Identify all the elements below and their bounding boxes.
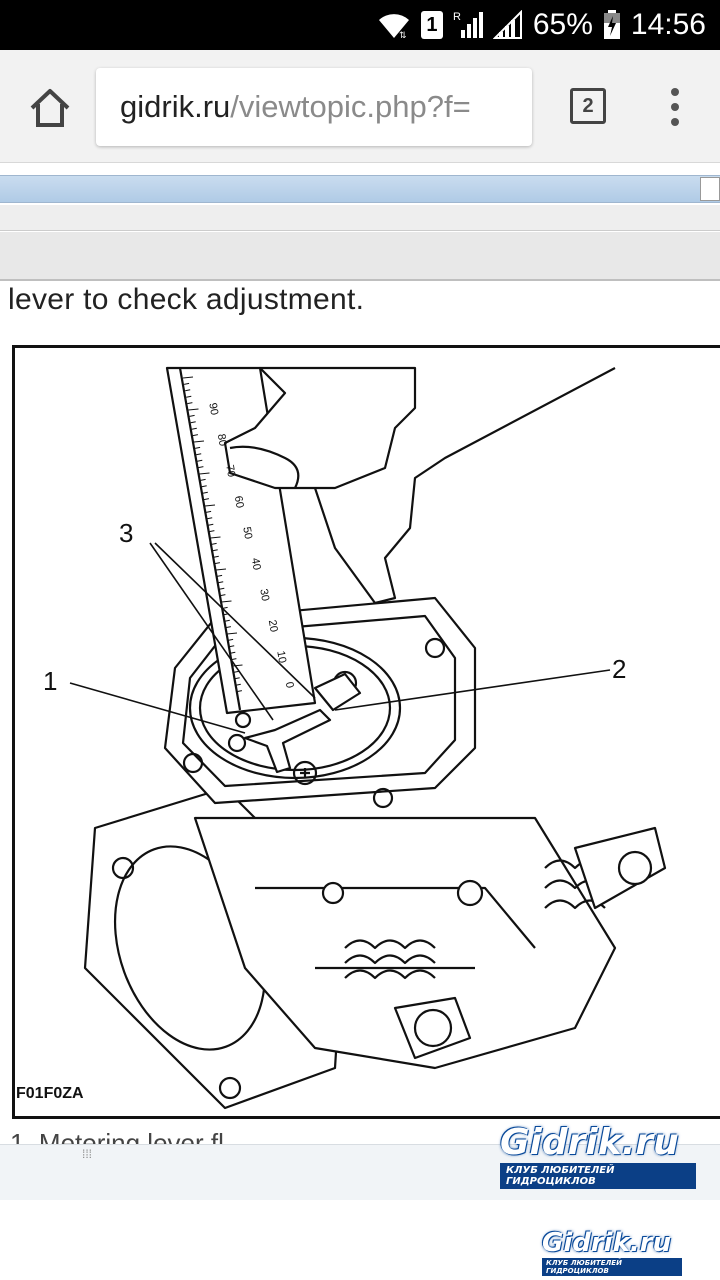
- svg-text:R: R: [453, 11, 461, 23]
- signal-icon: R: [453, 11, 483, 38]
- ruler-tick-mark: [189, 414, 195, 417]
- ruler-tick-mark: [222, 606, 228, 609]
- logo-wordmark: Gidrik.ru: [500, 1122, 679, 1163]
- ruler-tick-mark: [211, 542, 217, 545]
- ruler-tick-mark: [230, 651, 236, 654]
- ruler-tick-mark: [220, 594, 226, 597]
- ruler-tick-mark: [186, 395, 192, 398]
- ruler-tick-mark: [224, 619, 230, 622]
- ruler-tick-mark: [218, 581, 224, 584]
- browser-toolbar: gidrik.ru/viewtopic.php?f= 2: [0, 50, 720, 163]
- ruler-tick-label: 80: [215, 433, 229, 447]
- ruler-tick-label: 30: [257, 588, 271, 602]
- ruler-tick-mark: [208, 523, 214, 526]
- ruler-tick-mark: [210, 536, 221, 539]
- ruler-tick-mark: [192, 434, 198, 437]
- callout-3: 3: [119, 518, 134, 548]
- ruler-tick-mark: [203, 498, 209, 501]
- ruler-tick-mark: [184, 382, 190, 385]
- ruler-tick-mark: [198, 466, 204, 469]
- gidrik-logo-small: Gidrik.ru КЛУБ ЛЮБИТЕЛЕЙ ГИДРОЦИКЛОВ: [542, 1228, 682, 1276]
- ruler-tick-mark: [190, 421, 196, 424]
- ruler-tick-mark: [232, 664, 243, 667]
- ruler-tick-mark: [233, 670, 239, 673]
- ruler-tick-mark: [225, 626, 231, 629]
- ruler-tick-mark: [229, 645, 235, 648]
- ruler-tick-mark: [231, 658, 237, 661]
- scroll-button[interactable]: [700, 177, 720, 201]
- ruler-tick-mark: [193, 440, 205, 443]
- ruler-tick-mark: [226, 632, 238, 635]
- signal-icon-2: [492, 10, 522, 39]
- ruler-tick-label: 50: [240, 526, 254, 540]
- ruler-tick-mark: [219, 587, 225, 590]
- ruler-tick-mark: [206, 510, 212, 513]
- ruler-tick-mark: [201, 485, 207, 488]
- ruler-tick-mark: [187, 402, 193, 405]
- callout-2: 2: [612, 654, 627, 684]
- post-caption: lever to check adjustment.: [8, 283, 365, 316]
- forum-subheader: [0, 232, 720, 281]
- figure-legend-partial: 1. Metering lever fl: [10, 1128, 224, 1144]
- gidrik-logo: Gidrik.ru КЛУБ ЛЮБИТЕЛЕЙ ГИДРОЦИКЛОВ: [500, 1122, 696, 1189]
- battery-percent: 65%: [532, 8, 593, 41]
- ruler-tick-label: 90: [206, 402, 220, 416]
- ruler-tick-mark: [215, 568, 227, 571]
- ruler-tick-mark: [234, 677, 240, 680]
- ruler-tick-mark: [196, 453, 202, 456]
- logo-subtitle: КЛУБ ЛЮБИТЕЛЕЙ ГИДРОЦИКЛОВ: [500, 1163, 696, 1189]
- ruler-tick-mark: [197, 459, 203, 462]
- ruler-tick-label: 0: [283, 681, 296, 689]
- ruler-tick-label: 40: [249, 557, 263, 571]
- ruler-tick-mark: [185, 389, 191, 392]
- menu-icon[interactable]: [660, 84, 690, 130]
- svg-text:⇅: ⇅: [399, 30, 407, 40]
- ruler-tick-label: 10: [274, 650, 288, 664]
- ruler-tick-mark: [188, 408, 199, 411]
- ruler-tick-label: 70: [223, 464, 237, 478]
- ruler-tick-mark: [228, 638, 234, 641]
- resize-grip[interactable]: ⁞⁞⁞: [82, 1147, 93, 1161]
- battery-icon: [603, 10, 620, 39]
- carburetor-drawing: 90 80 70 60 50 40 30 20 10 0: [69, 366, 667, 1110]
- ruler-tick-mark: [199, 472, 210, 475]
- ruler-tick-mark: [202, 491, 208, 494]
- forum-divider: [0, 205, 720, 231]
- ruler-tick-label: 60: [232, 495, 246, 509]
- ruler-tick-mark: [235, 683, 241, 686]
- figure-code: F01F0ZA: [16, 1085, 84, 1102]
- tabs-button[interactable]: 2: [570, 88, 606, 124]
- ruler-tick-mark: [217, 574, 223, 577]
- ruler-tick-label: 20: [266, 619, 280, 633]
- ruler-tick-mark: [207, 517, 213, 520]
- home-icon: [30, 89, 70, 127]
- ruler-tick-mark: [236, 690, 242, 693]
- ruler-tick-mark: [213, 555, 219, 558]
- logo-wordmark-small: Gidrik.ru: [542, 1228, 672, 1258]
- ruler-tick-mark: [182, 376, 194, 379]
- url-path: /viewtopic.php?f=: [230, 89, 471, 124]
- forum-nav-bar: [0, 175, 720, 203]
- sim-indicator: 1: [420, 11, 443, 39]
- ruler-tick-mark: [221, 600, 232, 603]
- ruler-tick-mark: [191, 427, 197, 430]
- clock: 14:56: [630, 8, 706, 41]
- ruler-tick-mark: [200, 478, 206, 481]
- ruler-tick-mark: [209, 530, 215, 533]
- forum-header: [0, 163, 720, 281]
- wifi-icon: ⇅: [378, 14, 409, 40]
- status-bar: ⇅ 1 R 65% 14:56: [0, 0, 720, 50]
- tab-count: 2: [582, 95, 594, 117]
- address-bar[interactable]: gidrik.ru/viewtopic.php?f=: [96, 68, 532, 146]
- ruler-tick-mark: [212, 549, 218, 552]
- logo-subtitle-small: КЛУБ ЛЮБИТЕЛЕЙ ГИДРОЦИКЛОВ: [542, 1258, 682, 1276]
- ruler-tick-mark: [223, 613, 229, 616]
- home-button[interactable]: [22, 80, 78, 136]
- ruler-tick-mark: [204, 504, 216, 507]
- ruler-tick-mark: [214, 562, 220, 565]
- technical-illustration: 90 80 70 60 50 40 30 20 10 0 1 2 3: [12, 345, 720, 1119]
- url-host: gidrik.ru: [120, 89, 231, 124]
- ruler-tick-mark: [195, 446, 201, 449]
- callout-1: 1: [43, 666, 58, 696]
